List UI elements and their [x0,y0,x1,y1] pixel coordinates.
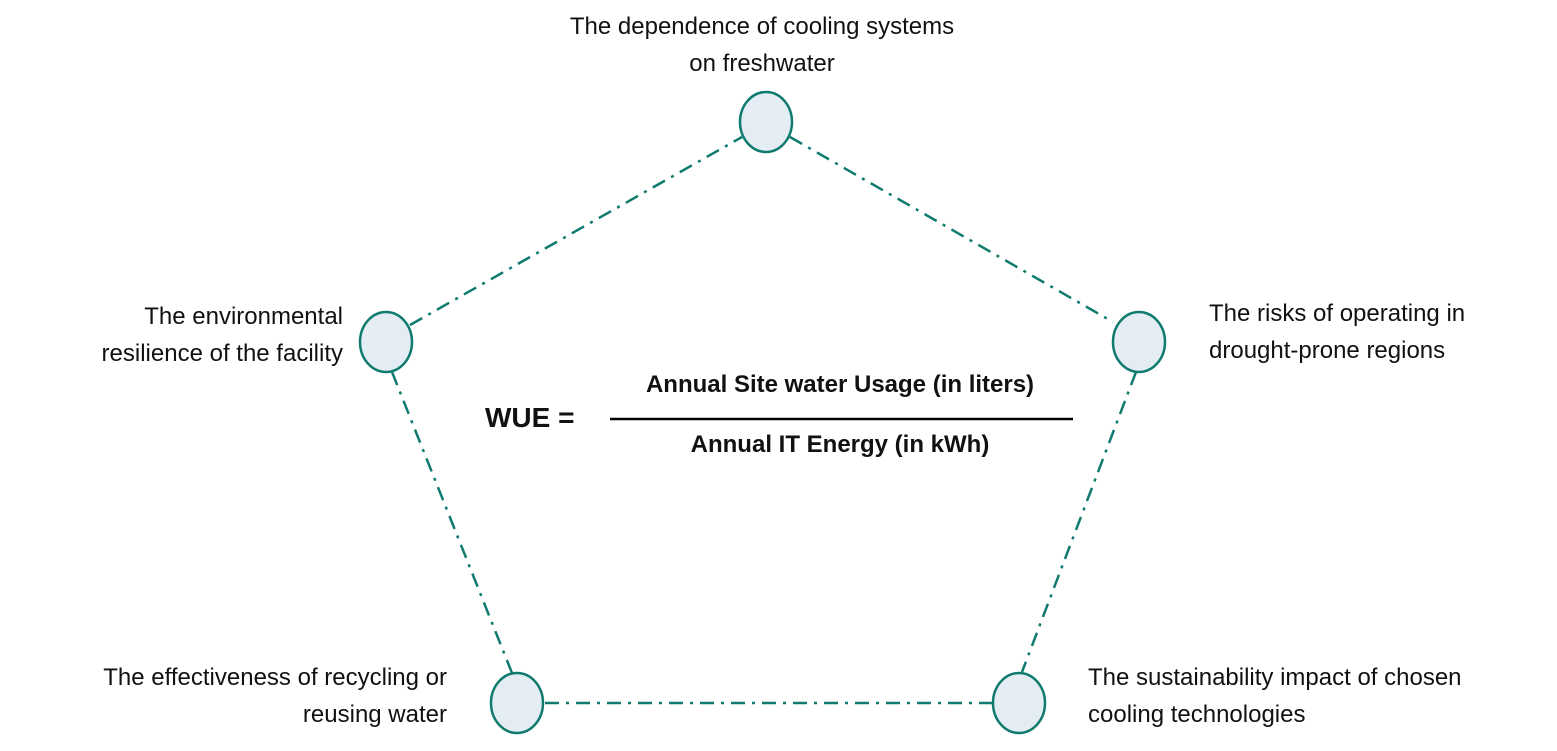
label-left: The environmental resilience of the faci… [102,298,343,372]
edge-left-top [409,135,743,327]
node-top [738,90,794,154]
node-left [358,310,414,374]
edge-bottomleft-left [390,371,514,674]
label-right: The risks of operating in drought-prone … [1209,295,1465,369]
edge-top-right [789,135,1114,324]
edge-right-bottomright [1020,371,1138,673]
label-line: The risks of operating in [1209,300,1466,327]
label-top: The dependence of cooling systems on fre… [500,8,1024,82]
node-right [1111,310,1167,374]
formula-denominator: Annual IT Energy (in kWh) [690,431,990,458]
node-bottom-left [489,671,545,735]
formula-numerator: Annual Site water Usage (in liters) [645,371,1035,398]
label-line: The effectiveness of recycling or [103,664,447,691]
label-bottom-right: The sustainability impact of chosen cool… [1088,659,1462,733]
label-line: resilience of the facility [101,340,343,367]
label-line: The dependence of cooling systems [569,13,955,40]
label-line: drought-prone regions [1209,337,1446,364]
formula-lhs: WUE = [485,402,575,433]
label-line: The environmental [144,303,343,330]
label-line: on freshwater [689,50,835,77]
node-bottom-right [991,671,1047,735]
label-line: reusing water [302,701,447,728]
label-bottom-left: The effectiveness of recycling or reusin… [103,659,447,733]
label-line: The sustainability impact of chosen [1088,664,1462,691]
label-line: cooling technologies [1088,701,1306,728]
